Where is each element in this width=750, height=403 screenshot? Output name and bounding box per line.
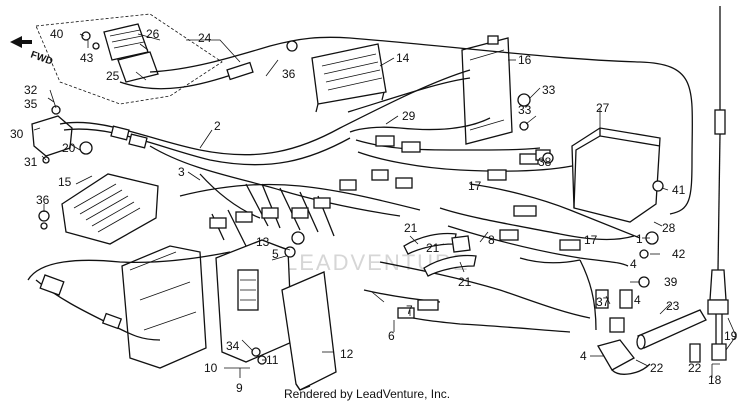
callout-43: 43 bbox=[80, 51, 94, 65]
callout-4-lower: 4 bbox=[580, 349, 587, 363]
callout-9: 9 bbox=[236, 381, 243, 395]
part-9-module-left bbox=[121, 245, 207, 369]
callout-22-left: 22 bbox=[650, 361, 664, 375]
antenna bbox=[689, 6, 729, 363]
callout-37: 37 bbox=[596, 295, 610, 309]
callout-4-middle: 4 bbox=[634, 293, 641, 307]
callout-11: 11 bbox=[266, 353, 279, 367]
callout-21-top: 21 bbox=[404, 221, 418, 235]
callout-13: 13 bbox=[256, 235, 270, 249]
callout-36-left: 36 bbox=[36, 193, 50, 207]
part-15-grille bbox=[61, 173, 159, 245]
fwd-arrow: FWD bbox=[10, 36, 54, 68]
leader-lines bbox=[33, 33, 737, 378]
callout-33-lower: 33 bbox=[518, 103, 532, 117]
callout-4-upper: 4 bbox=[630, 257, 637, 271]
callout-33-upper: 33 bbox=[542, 83, 556, 97]
callout-15: 15 bbox=[58, 175, 72, 189]
callout-30: 30 bbox=[10, 127, 24, 141]
harness-connectors bbox=[39, 40, 664, 365]
callout-19: 19 bbox=[724, 329, 738, 343]
callout-34: 34 bbox=[226, 339, 240, 353]
part-23-sleeve bbox=[636, 309, 707, 350]
callout-35: 35 bbox=[24, 97, 38, 111]
callout-2: 2 bbox=[214, 119, 221, 133]
callout-17-right: 17 bbox=[584, 233, 598, 247]
callout-22-right: 22 bbox=[688, 361, 702, 375]
part-22-connector bbox=[597, 339, 651, 375]
callout-8: 8 bbox=[488, 233, 495, 247]
callout-6: 6 bbox=[388, 329, 395, 343]
part-30-switch bbox=[31, 105, 93, 164]
callout-7: 7 bbox=[406, 303, 413, 317]
callout-21-mid: 21 bbox=[426, 241, 440, 255]
callout-39: 39 bbox=[664, 275, 678, 289]
callout-26: 26 bbox=[146, 27, 160, 41]
callout-3: 3 bbox=[178, 165, 185, 179]
part-36-bolt bbox=[38, 210, 50, 230]
callout-29: 29 bbox=[402, 109, 416, 123]
wire-harness bbox=[27, 36, 693, 341]
callout-40: 40 bbox=[50, 27, 64, 41]
callout-1: 1 bbox=[636, 232, 643, 246]
callout-24: 24 bbox=[198, 31, 212, 45]
callout-10: 10 bbox=[204, 361, 218, 375]
part-14-speaker bbox=[311, 43, 387, 113]
callout-21-bottom: 21 bbox=[458, 275, 472, 289]
callout-16: 16 bbox=[518, 53, 532, 67]
callout-18: 18 bbox=[708, 373, 722, 387]
callout-labels: 1 2 3 4 4 4 5 6 7 8 9 10 11 12 13 14 15 … bbox=[10, 27, 738, 395]
callout-5: 5 bbox=[272, 247, 279, 261]
part-27-control-box bbox=[571, 127, 661, 223]
callout-27: 27 bbox=[596, 101, 610, 115]
callout-20: 20 bbox=[62, 141, 76, 155]
part-12-bracket bbox=[281, 271, 337, 391]
callout-41: 41 bbox=[672, 183, 686, 197]
render-credit: Rendered by LeadVenture, Inc. bbox=[284, 387, 450, 401]
callout-28: 28 bbox=[662, 221, 676, 235]
part-26-connector-block bbox=[81, 23, 159, 83]
callout-31: 31 bbox=[24, 155, 38, 169]
callout-17-mid: 17 bbox=[468, 179, 482, 193]
part-16-module bbox=[461, 35, 513, 145]
callout-25: 25 bbox=[106, 69, 120, 83]
callout-23: 23 bbox=[666, 299, 680, 313]
callout-38: 38 bbox=[538, 155, 552, 169]
callout-12: 12 bbox=[340, 347, 354, 361]
callout-42: 42 bbox=[672, 247, 686, 261]
callout-14: 14 bbox=[396, 51, 410, 65]
fwd-label: FWD bbox=[29, 49, 54, 67]
callout-32: 32 bbox=[24, 83, 38, 97]
callout-36-top: 36 bbox=[282, 67, 296, 81]
subassembly-outline bbox=[35, 13, 223, 105]
